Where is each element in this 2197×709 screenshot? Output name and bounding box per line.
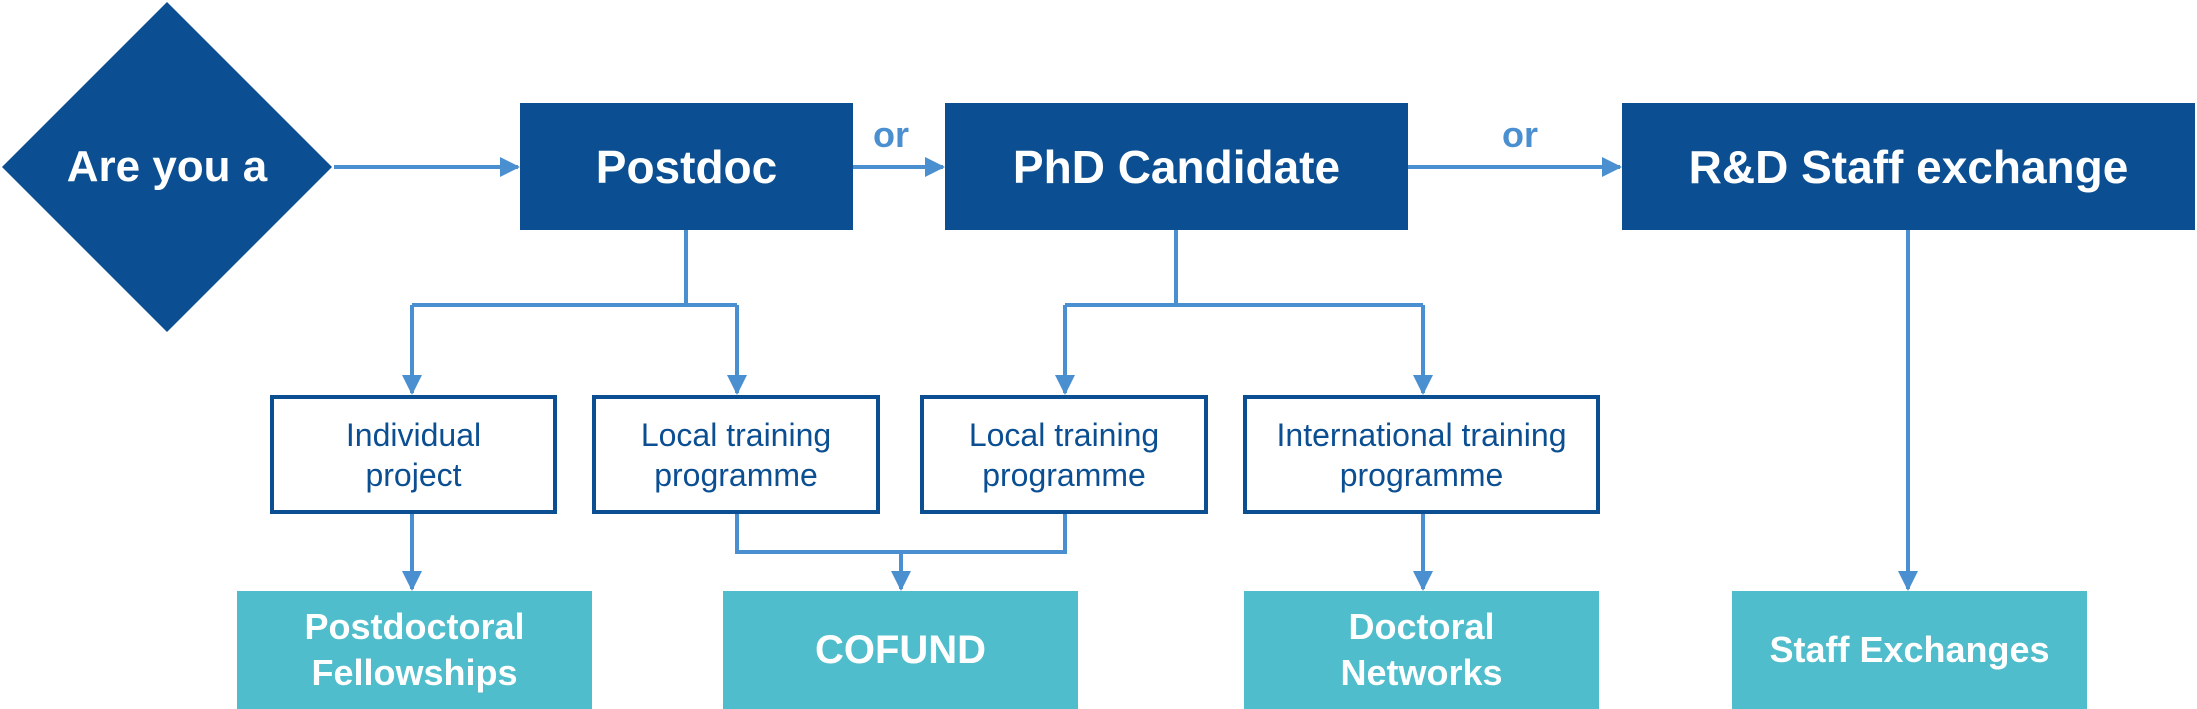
result-line: Doctoral — [1348, 606, 1495, 647]
connector-phd-branch — [1065, 230, 1423, 307]
option-line: programme — [654, 456, 818, 493]
result-line: Networks — [1340, 652, 1503, 693]
role-phd-candidate: PhD Candidate — [945, 103, 1408, 230]
result-line: Fellowships — [311, 652, 518, 693]
result-line: COFUND — [814, 628, 987, 672]
option-line: Individual — [345, 416, 482, 453]
option-line: Local training — [640, 416, 832, 453]
role-phd-label: PhD Candidate — [1012, 140, 1341, 193]
option-line: Local training — [968, 416, 1160, 453]
result-line: Postdoctoral — [304, 606, 525, 647]
connector-local-merge — [735, 514, 1067, 554]
option-line: International training — [1276, 416, 1567, 453]
diamond-shape — [2, 2, 332, 332]
option-line: project — [365, 456, 462, 493]
result-cofund: COFUND — [723, 591, 1078, 709]
role-rd-staff-exchange: R&D Staff exchange — [1622, 103, 2195, 230]
result-line: Staff Exchanges — [1769, 629, 2050, 670]
or-label-2: or — [1502, 114, 1538, 155]
or-label-1: or — [873, 114, 909, 155]
role-staff-label: R&D Staff exchange — [1688, 140, 2129, 193]
option-line: programme — [1339, 456, 1504, 493]
role-postdoc-label: Postdoc — [595, 140, 778, 193]
option-line: programme — [982, 456, 1146, 493]
role-postdoc: Postdoc — [520, 103, 853, 230]
result-staff-exchanges: Staff Exchanges — [1732, 591, 2087, 709]
decision-are-you-a: Are you a — [0, 0, 334, 334]
connector-postdoc-branch — [412, 230, 737, 307]
decision-label: Are you a — [66, 142, 268, 191]
